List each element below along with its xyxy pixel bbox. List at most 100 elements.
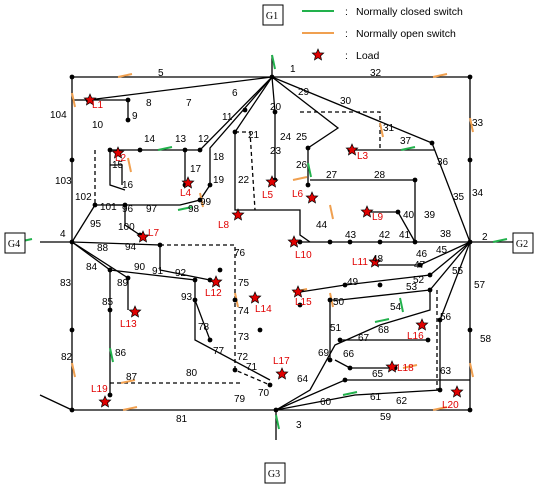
branch-label: 86 [115,348,127,359]
bus-node [305,182,311,188]
branch-label: 82 [61,352,73,363]
open-switch [329,204,334,220]
load-marker [231,208,245,221]
open-switch [71,92,76,108]
branch-label: 24 [280,132,292,143]
line-segment [234,76,311,243]
closed-switch [399,297,404,313]
load-marker [248,291,262,304]
branch-label: 7 [186,98,192,109]
branch-label: 84 [86,262,98,273]
load-marker [415,318,429,331]
branch-label: 78 [198,322,210,333]
branch-label: 45 [436,245,448,256]
branch-label: 55 [452,266,464,277]
bus-node [69,74,75,80]
bus-node [182,147,188,153]
branch-label: 27 [326,170,338,181]
load-marker [345,143,359,156]
closed-switch [271,54,276,70]
load-label: L4 [180,188,192,199]
branch-label: 83 [60,278,72,289]
branch-label: 52 [413,275,425,286]
branch-label: 59 [380,412,392,423]
load-marker [209,275,223,288]
legend-load-label: Load [356,50,380,62]
branch-label: 65 [372,369,384,380]
branch-label: 9 [132,111,138,122]
branch-label: 11 [222,112,233,123]
branch-label: 58 [480,334,492,345]
bus-node [273,407,279,413]
branch-label: 41 [399,230,411,241]
branch-label: 35 [453,192,465,203]
branch-label: 15 [112,160,124,171]
bus-node [467,239,473,245]
line-segment [39,394,73,411]
load-label: L11 [352,257,368,268]
bus-node [347,365,353,371]
open-switch [122,406,138,411]
branch-label: 63 [440,366,452,377]
line-segment [271,76,276,180]
closed-switch [109,347,114,363]
bus-node [92,202,98,208]
branch-label: 101 [100,202,117,213]
branch-label: 12 [198,134,210,145]
branch-label: 44 [316,220,328,231]
line-segment [110,164,123,185]
branch-label: 89 [117,278,129,289]
bus-node [327,239,333,245]
generator-box [512,232,534,254]
bus-node [417,262,423,268]
branch-label: 14 [144,134,156,145]
bus-node [137,147,143,153]
branch-label: 42 [379,230,391,241]
bus-node [197,197,203,203]
open-tie-lines [94,111,438,390]
branch-label: 36 [437,157,449,168]
bus-node [337,337,343,343]
generator-label: G1 [266,11,278,22]
open-switch [71,362,76,378]
bus-node [437,317,443,323]
bus-node [125,97,131,103]
load-label: L10 [295,250,312,261]
open-switch [469,362,474,378]
bus-node [125,275,131,281]
open-switch [402,364,418,369]
load-label: L6 [292,189,304,200]
branch-label: 18 [213,152,225,163]
load-label: L16 [407,331,424,342]
branch-label: 25 [296,132,308,143]
branch-label: 43 [345,230,357,241]
bus-node [395,209,401,215]
branch-label: 29 [298,87,310,98]
branch-label: 88 [97,243,109,254]
closed-switch [400,146,416,151]
branch-label: 104 [50,110,67,121]
closed-switch [342,391,358,396]
bus-node [69,239,75,245]
line-segment [87,76,273,120]
branch-label: 20 [270,102,282,113]
bus-node [107,392,113,398]
branch-label: 94 [125,242,137,253]
branch-label: 57 [474,280,486,291]
branch-label: 102 [75,192,92,203]
branch-label: 23 [270,146,282,157]
branch-label: 39 [424,210,436,221]
branch-label: 77 [213,346,225,357]
bus-node [257,327,263,333]
legend-open-label: Normally open switch [356,28,456,40]
legend-sep: : [345,50,348,62]
closed-switch [157,146,173,151]
bus-node [207,182,213,188]
open-switch [432,73,448,78]
line-segment [71,241,211,281]
bus-node [342,377,348,383]
branch-label: 30 [340,96,352,107]
bus-node [272,109,278,115]
